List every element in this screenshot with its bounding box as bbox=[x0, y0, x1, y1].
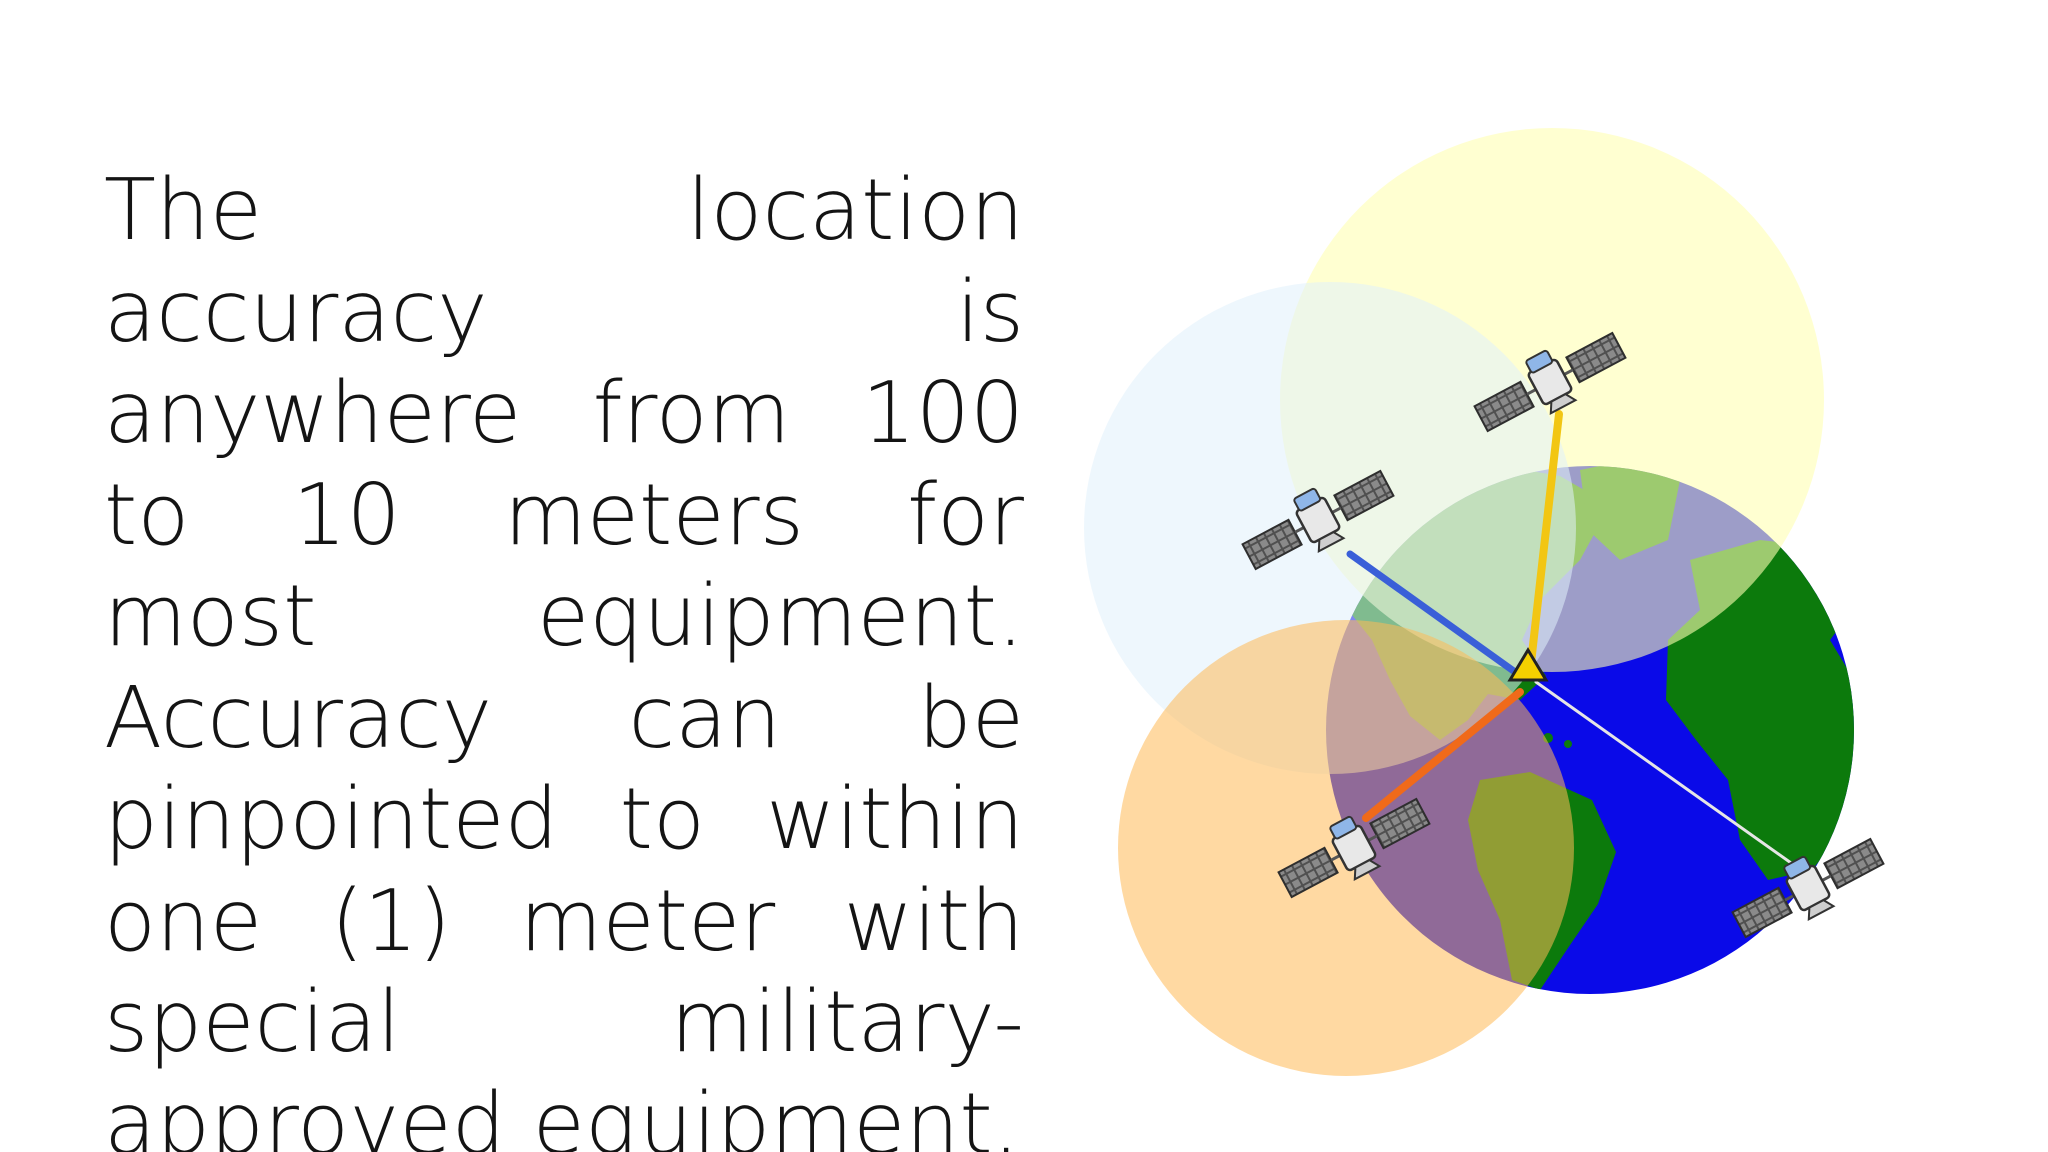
signal-line-blue bbox=[1346, 550, 1519, 676]
signal-line-orange bbox=[1362, 688, 1524, 822]
receiver-triangle bbox=[1507, 647, 1549, 682]
body-text: The location accuracy is anywhere from 1… bbox=[104, 161, 1024, 1152]
gps-trilateration-illustration bbox=[1084, 128, 1892, 1076]
signal-line-white bbox=[1534, 680, 1810, 877]
signal-line-yellow bbox=[1526, 410, 1563, 676]
